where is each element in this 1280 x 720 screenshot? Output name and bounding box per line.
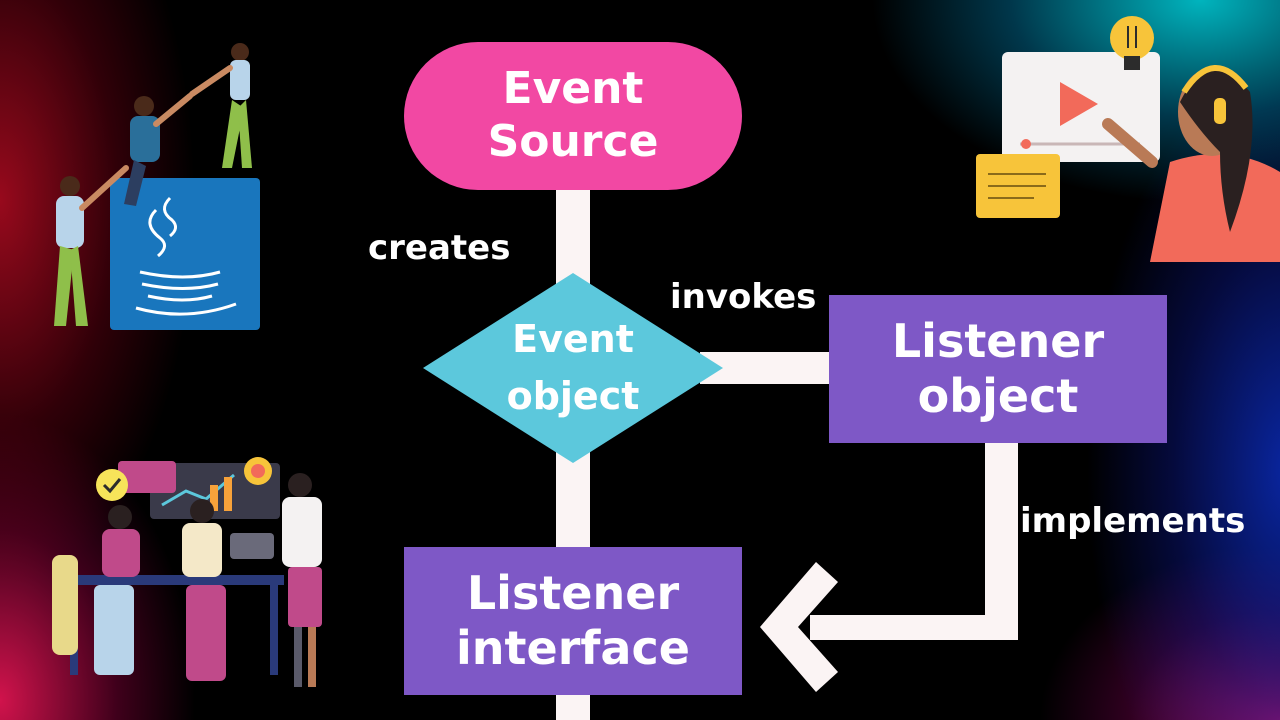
team-meeting-analytics-illustration [52,457,322,687]
chat-bubble-icon [118,461,176,493]
event-source-node: Event Source [404,42,742,190]
edge-label-creates: creates [368,228,511,268]
event-source-label-line2: Source [487,116,659,167]
note-card-icon [976,154,1060,218]
edge-label-invokes: invokes [670,277,817,317]
woman-with-headphones [1102,65,1280,262]
event-object-diamond [423,273,723,463]
implements-arrow [760,440,1018,692]
climbing-person-bottom [54,165,129,326]
java-logo-box [110,178,260,330]
edge-label-implements: implements [1020,501,1246,541]
check-icon [96,469,128,501]
listener-object-label-line2: object [917,369,1079,423]
climbing-person-middle [124,93,193,206]
team-java-climb-illustration [54,43,260,330]
event-source-label-line1: Event [502,63,644,115]
video-lesson-headphones-illustration [976,16,1280,262]
event-object-node: Event object [423,273,723,463]
listener-interface-node: Listener interface [404,547,742,695]
connector-below-interface [556,693,590,720]
play-icon [1060,82,1098,126]
listener-interface-label-line2: interface [456,621,690,675]
seated-person-middle [182,499,226,681]
climbing-person-top [189,43,252,168]
listener-interface-label-line1: Listener [466,565,680,620]
standing-person-right [282,473,322,687]
listener-object-node: Listener object [829,295,1167,443]
seated-person-left [52,505,140,675]
lightbulb-icon [1110,16,1154,70]
connector-object-to-interface [556,450,590,550]
java-cup-icon [135,196,237,316]
event-object-label-line2: object [506,374,640,418]
listener-object-label-line1: Listener [891,313,1105,368]
connector-source-to-object [556,188,590,288]
event-object-label-line1: Event [512,317,634,361]
